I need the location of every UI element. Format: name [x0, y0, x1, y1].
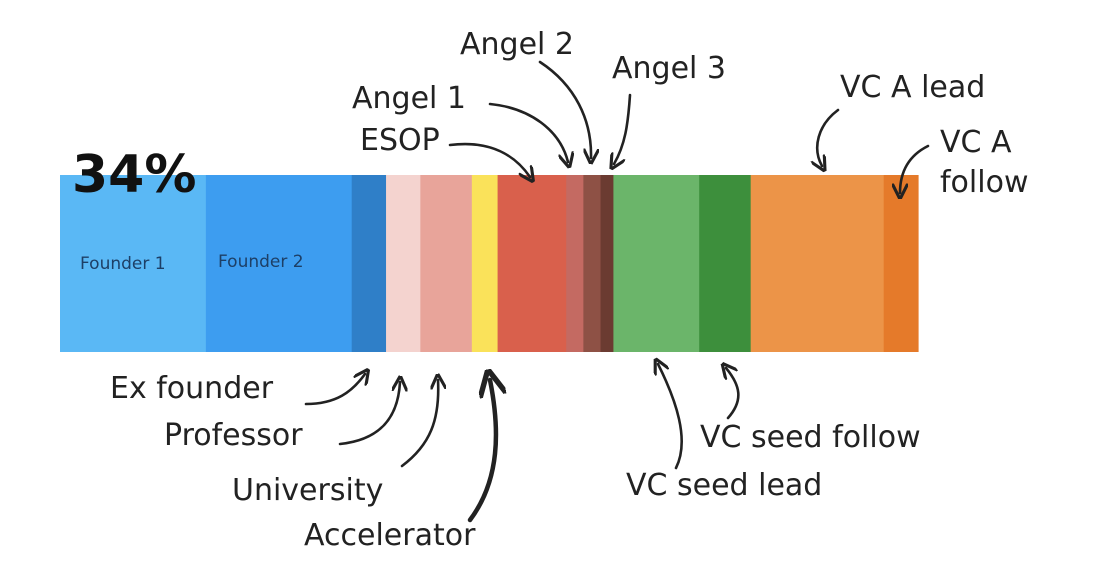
annotation-professor: Professor: [164, 418, 303, 453]
annotation-angel-1: Angel 1: [352, 81, 466, 116]
annotation-esop: ESOP: [360, 123, 440, 158]
annotation-university: University: [232, 473, 383, 508]
annotation-accelerator: Accelerator: [304, 518, 476, 553]
bar-segment-vc-a-lead: [750, 175, 885, 352]
bar-segment-angel-3: [600, 175, 615, 352]
bar-segment-university: [420, 175, 473, 352]
stacked-bar: [60, 175, 919, 352]
annotation-vc-a-lead: VC A lead: [840, 70, 985, 105]
arrow-angel-2: [538, 60, 591, 158]
bar-segment-founder-1: [60, 175, 207, 352]
annotation-vc-seed-follow: VC seed follow: [700, 420, 921, 455]
annotation-ex-founder: Ex founder: [110, 371, 274, 406]
arrow-accelerator: [467, 380, 496, 523]
segment-label-founder-2: Founder 2: [218, 252, 304, 272]
bar-segment-angel-1: [566, 175, 584, 352]
bar-segment-vc-seed-follow: [699, 175, 752, 352]
arrow-vc-seed-follow: [726, 368, 740, 420]
bar-segment-esop: [497, 175, 567, 352]
bar-segment-professor: [386, 175, 421, 352]
annotation-angel-2: Angel 2: [460, 27, 574, 62]
arrow-vc-a-follow: [900, 144, 930, 193]
annotation-angel-3: Angel 3: [612, 51, 726, 86]
annotation-vc-seed-lead: VC seed lead: [626, 468, 822, 503]
arrow-university: [400, 380, 438, 468]
arrow-vc-a-lead: [817, 108, 840, 166]
bar-segment-ex-founder: [351, 175, 387, 352]
bar-segment-vc-a-follow: [883, 175, 919, 352]
annotation-vc-a-follow-line2: follow: [940, 165, 1028, 200]
arrow-vc-seed-lead: [658, 364, 683, 470]
segment-label-founder-1: Founder 1: [80, 254, 166, 274]
bar-segment-vc-seed-lead: [613, 175, 700, 352]
headline-percentage: 34%: [72, 145, 196, 205]
bar-segment-accelerator: [471, 175, 499, 352]
arrow-professor: [338, 382, 400, 446]
arrow-ex-founder: [304, 374, 365, 406]
arrow-angel-1: [488, 102, 568, 162]
annotation-vc-a-follow-line1: VC A: [940, 125, 1012, 160]
bar-segment-founder-2: [205, 175, 353, 352]
arrow-esop: [448, 142, 530, 177]
arrow-angel-3: [614, 93, 632, 164]
bar-segment-angel-2: [583, 175, 602, 352]
